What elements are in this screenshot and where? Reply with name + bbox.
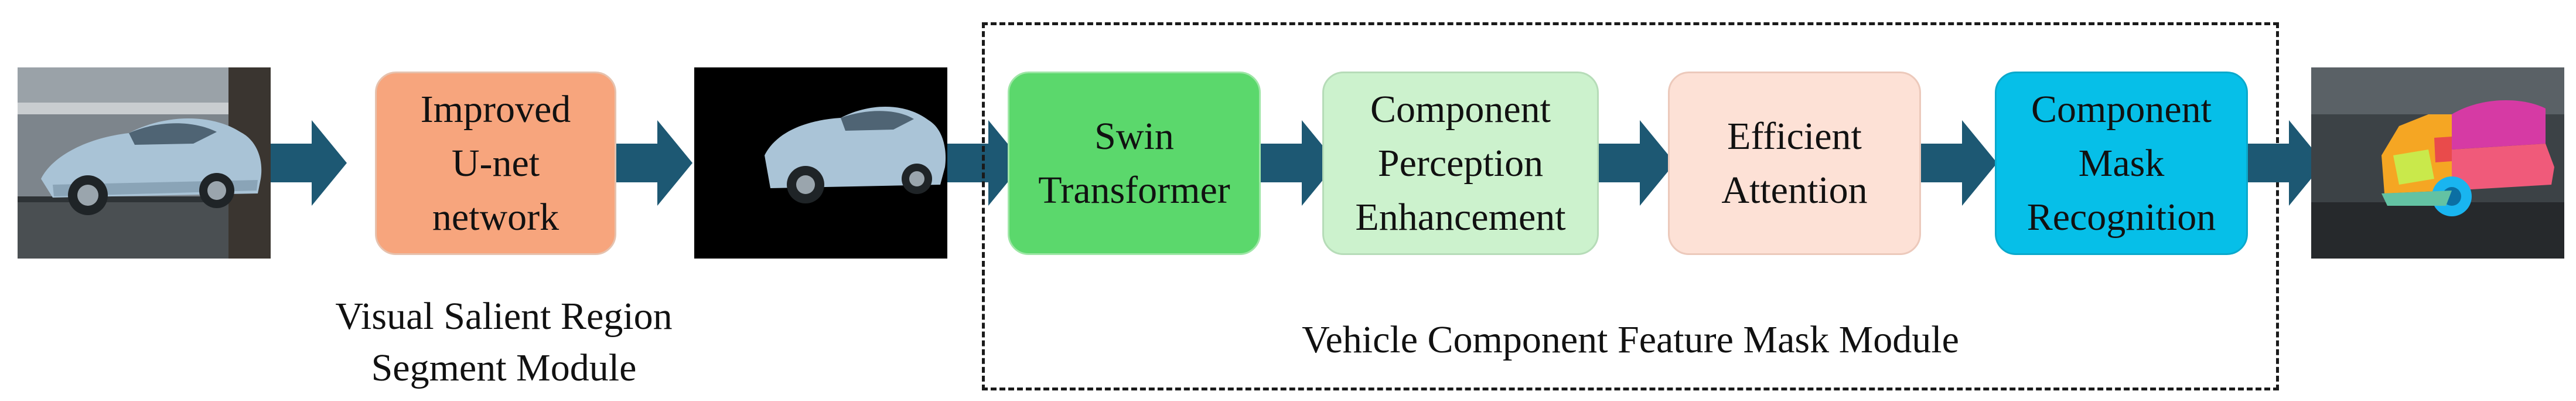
swin-line-2: Transformer [1038,168,1230,212]
vehicle-component-module-frame [982,22,2279,390]
input-car-image [18,67,271,259]
vehicle-module-caption: Vehicle Component Feature Mask Module [982,314,2279,366]
flow-arrow-5 [1599,120,1675,206]
mask-line-2: Mask [2078,141,2165,185]
mask-line-1: Component [2031,87,2212,131]
component-mask-recognition-box: Component Mask Recognition [1995,72,2248,255]
flow-arrow-7 [2248,120,2324,206]
component-perception-box: Component Perception Enhancement [1322,72,1599,255]
flow-arrow-1 [271,120,347,206]
salient-caption-line-2: Segment Module [371,346,637,389]
swin-line-1: Swin [1094,114,1174,158]
flow-arrow-4 [1261,120,1337,206]
attention-line-1: Efficient [1727,114,1862,158]
flow-arrow-2 [616,120,692,206]
mask-line-3: Recognition [2026,195,2216,239]
flow-arrow-3 [947,120,1023,206]
salient-region-image [694,67,947,259]
salient-module-caption: Visual Salient Region Segment Module [281,291,726,394]
attention-line-2: Attention [1721,168,1868,212]
perception-line-1: Component [1370,87,1551,131]
unet-line-3: network [432,195,559,239]
vehicle-caption-label: Vehicle Component Feature Mask Module [1302,318,1959,361]
perception-line-2: Perception [1377,141,1544,185]
efficient-attention-box: Efficient Attention [1668,72,1921,255]
perception-line-3: Enhancement [1355,195,1566,239]
flow-arrow-6 [1921,120,1997,206]
unet-line-2: U-net [451,141,540,185]
unet-line-1: Improved [420,87,571,131]
improved-unet-box: Improved U-net network [375,72,616,255]
salient-caption-line-1: Visual Salient Region [335,295,673,338]
component-mask-output-image [2311,67,2564,259]
swin-transformer-box: Swin Transformer [1008,72,1261,255]
